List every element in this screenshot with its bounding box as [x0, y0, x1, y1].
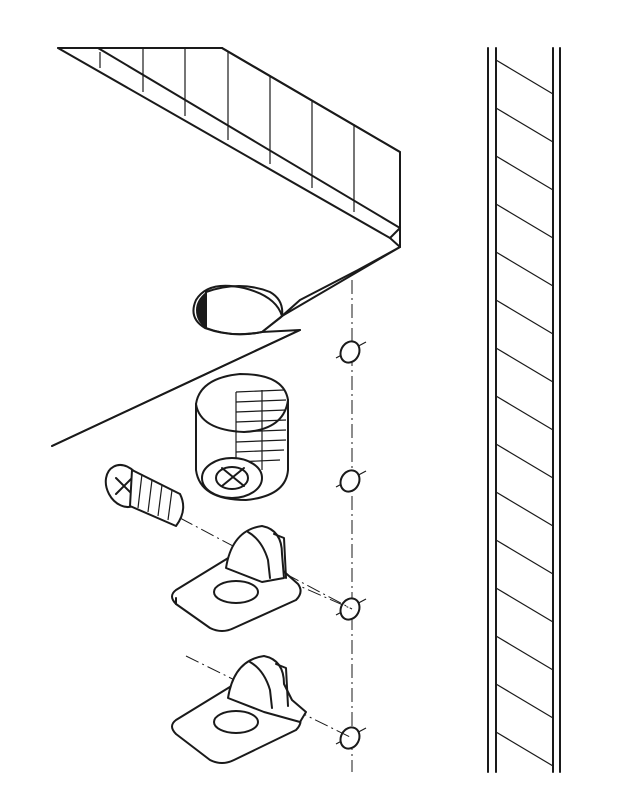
wall-hatch-line	[495, 587, 554, 623]
screw	[104, 463, 353, 610]
wall-hatch-line	[495, 107, 554, 143]
wall-hatch-line	[495, 203, 554, 239]
wall-hatch-line	[495, 347, 554, 383]
connector-plate	[171, 655, 353, 764]
wall-hatch-line	[495, 731, 554, 767]
wall-hatch-line	[495, 155, 554, 191]
wall-hatch-line	[495, 491, 554, 527]
dowel	[335, 726, 367, 750]
bore-hole-shadow	[196, 292, 206, 328]
wall-hatch-line	[495, 395, 554, 431]
dowel	[335, 340, 367, 364]
wall-hatch-line	[495, 59, 554, 95]
wall-hatch-line	[495, 443, 554, 479]
wall-hatch-line	[495, 251, 554, 287]
wall-hatch-line	[495, 299, 554, 335]
connector-plate	[171, 525, 353, 632]
side-wall	[487, 47, 561, 773]
panel	[51, 47, 401, 447]
cam-housing	[195, 373, 289, 501]
wall-hatch-line	[495, 683, 554, 719]
wall-hatch-line	[495, 635, 554, 671]
wall-hatch-line	[495, 539, 554, 575]
dowel	[335, 469, 367, 493]
